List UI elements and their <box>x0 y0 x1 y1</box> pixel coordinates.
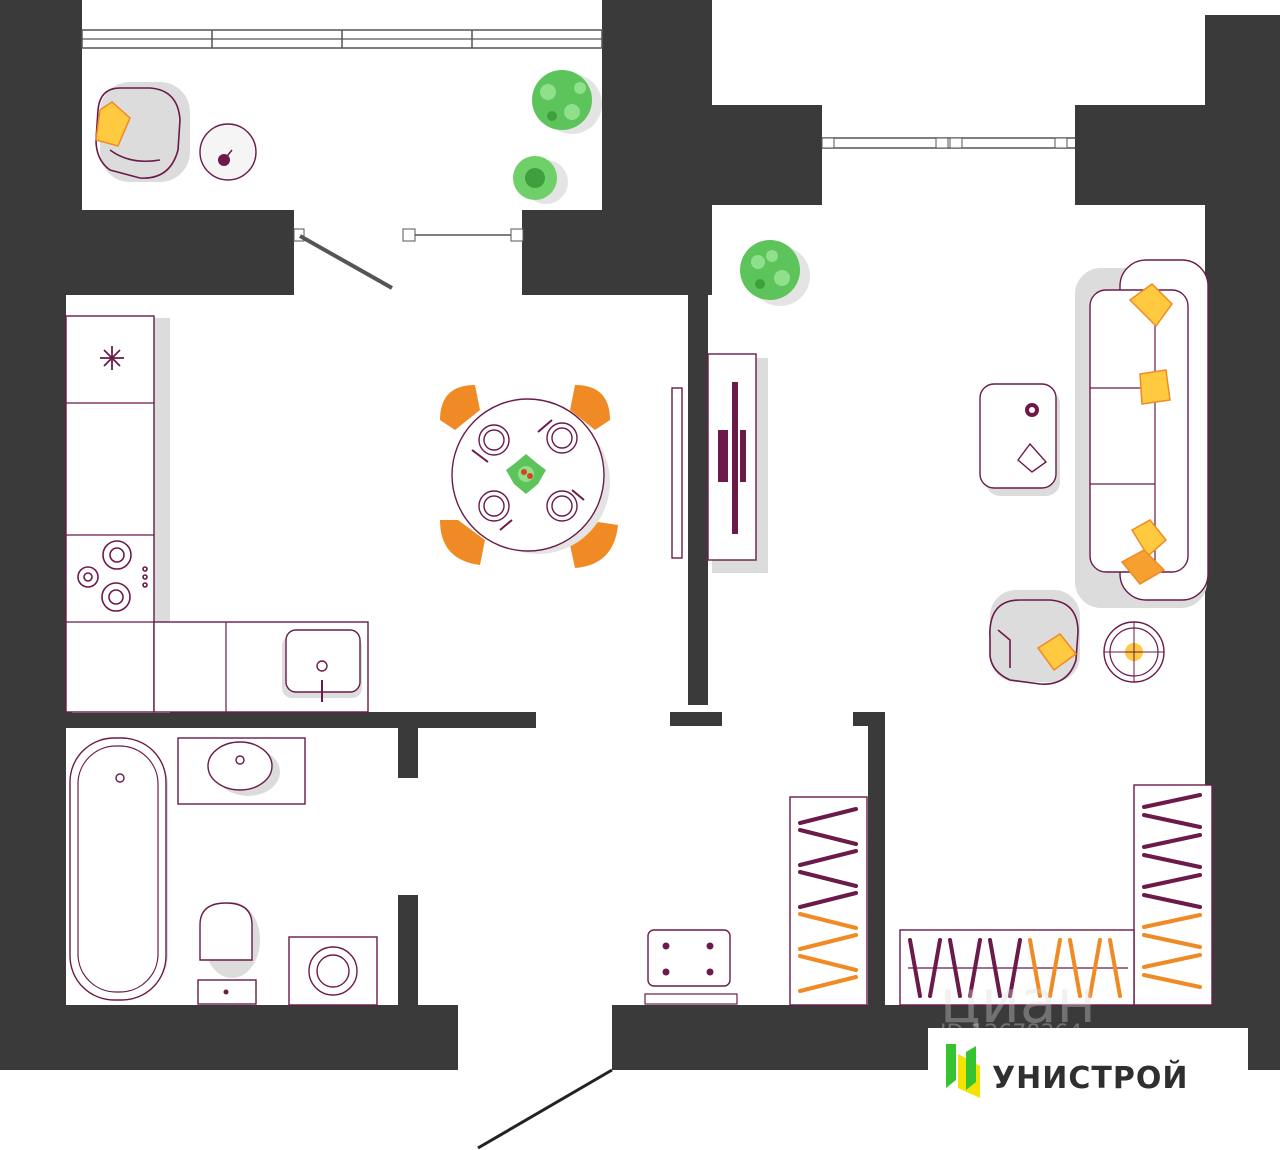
hanger-icon <box>1142 833 1202 849</box>
cushion-icon <box>1139 369 1171 405</box>
balcony-side-table <box>199 123 257 181</box>
cushion-icon <box>1128 283 1173 328</box>
wardrobe-living-vertical <box>1133 784 1213 1006</box>
hanger-icon <box>968 938 982 998</box>
living-armchair <box>989 590 1080 685</box>
hanger-icon <box>798 912 858 930</box>
window-kitchen-balcony <box>402 228 524 242</box>
hanger-icon <box>1048 938 1062 998</box>
hanger-icon <box>1142 913 1202 929</box>
hanger-icon <box>928 938 942 998</box>
hanger-icon <box>798 870 858 888</box>
plant-icon <box>532 70 602 134</box>
hanger-icon <box>1008 938 1022 998</box>
hanger-icon <box>1142 933 1202 949</box>
hanger-icon <box>1142 853 1202 869</box>
brand-logo: УНИСТРОЙ <box>928 1028 1248 1118</box>
hanger-icon <box>1142 793 1202 809</box>
hanger-icon <box>798 954 858 972</box>
floor-lamp-icon <box>1103 621 1165 683</box>
sink-icon <box>282 629 362 702</box>
hanger-icon <box>1142 873 1202 889</box>
hanger-icon <box>908 938 922 998</box>
hanger-icon <box>798 933 858 951</box>
door-balcony <box>293 228 393 290</box>
window-balcony <box>81 29 603 49</box>
dining-table <box>440 385 618 568</box>
balcony-armchair <box>95 82 190 182</box>
hanger-icon <box>1142 893 1202 909</box>
hanger-icon <box>1108 938 1122 998</box>
hanger-icon <box>1142 973 1202 989</box>
cushion-icon <box>1036 633 1078 672</box>
hanger-icon <box>798 828 858 846</box>
hanger-icon <box>948 938 962 998</box>
hanger-icon <box>1028 938 1042 998</box>
toilet-icon <box>197 902 260 1005</box>
cushion-icon <box>1130 519 1168 558</box>
bathtub <box>69 737 168 1001</box>
wardrobe-living-horizontal <box>899 929 1135 1006</box>
plant-icon-small <box>513 156 568 204</box>
hanger-icon <box>798 891 858 909</box>
coffee-table <box>979 383 1060 496</box>
cushion-icon <box>1120 549 1166 585</box>
tv-panel <box>671 387 683 559</box>
hallway-wardrobe <box>789 796 868 1006</box>
plant-icon-living <box>740 240 810 306</box>
door-entrance <box>477 1068 613 1150</box>
window-living-room <box>821 137 1075 149</box>
brand-name: УНИСТРОЙ <box>992 1060 1188 1096</box>
flower-centerpiece-icon <box>506 454 546 494</box>
hanger-icon <box>1142 813 1202 829</box>
cushion-icon <box>95 101 131 147</box>
hanger-icon <box>798 975 858 993</box>
stove-icon <box>77 540 148 612</box>
hanger-icon <box>1068 938 1082 998</box>
hanger-icon <box>988 938 1002 998</box>
bathroom-sink <box>177 737 306 805</box>
hanger-icon <box>1142 953 1202 969</box>
shoe-bench <box>644 929 738 1005</box>
washing-machine-icon <box>288 936 378 1006</box>
sofa <box>1075 259 1209 608</box>
hanger-icon <box>798 849 858 867</box>
hanger-icon <box>1088 938 1102 998</box>
hanger-icon <box>798 807 858 825</box>
watermark-text: циан <box>940 967 1096 1037</box>
snowflake-icon <box>100 346 124 370</box>
logo-mark-icon <box>946 1044 980 1098</box>
tv-stand <box>707 353 768 573</box>
